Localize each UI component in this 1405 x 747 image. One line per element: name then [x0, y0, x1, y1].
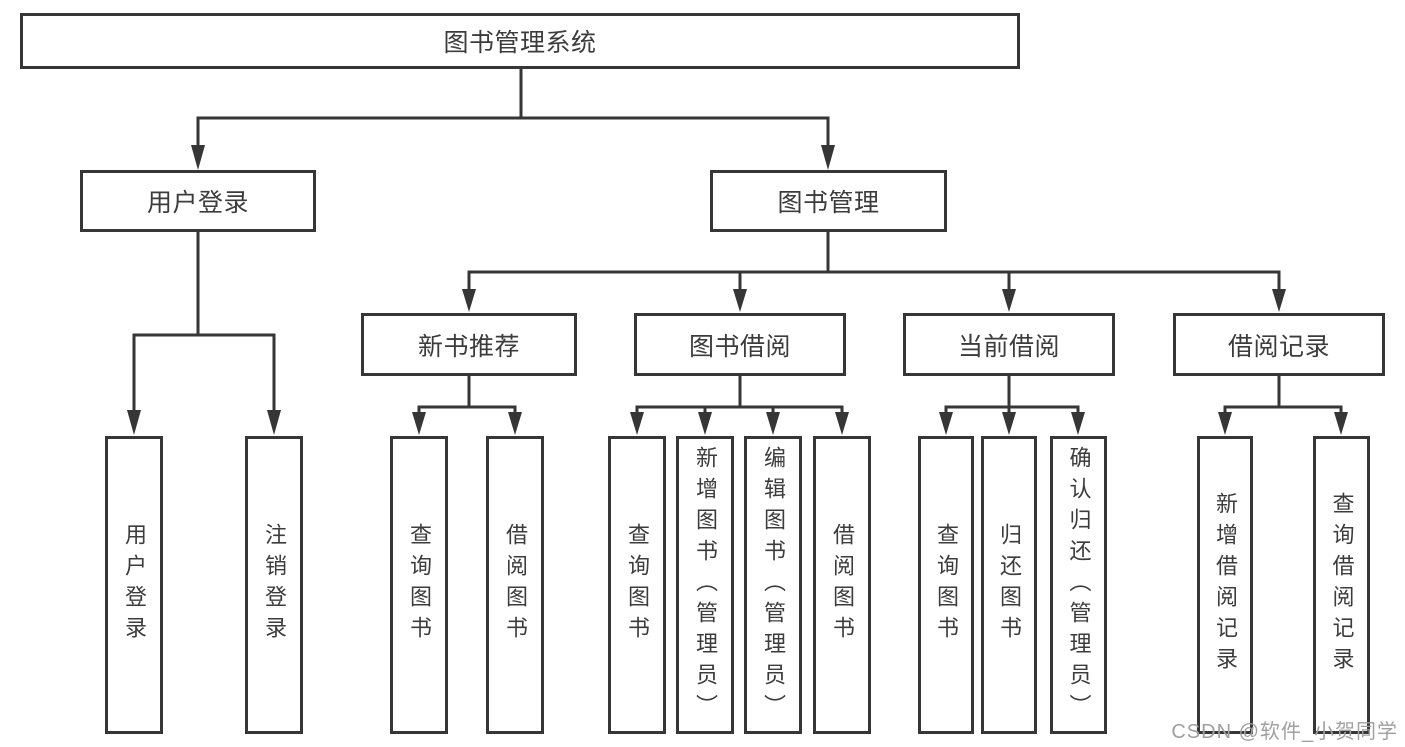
arrowhead-icon [267, 410, 281, 435]
leaf-borrow-books: 借阅图书 [813, 436, 871, 734]
node-label: 当前借阅 [957, 332, 1060, 361]
leaf-query-books-current: 查询图书 [918, 436, 974, 734]
leaf-query-books-borrow: 查询图书 [608, 436, 666, 734]
node-label: 借阅图书 [503, 523, 528, 647]
node-label: 查询图书 [407, 523, 432, 647]
node-label: 查询图书 [934, 523, 959, 647]
node-label: 借阅图书 [830, 523, 855, 647]
leaf-borrow-books-recommend: 借阅图书 [486, 436, 544, 734]
node-current-borrow: 当前借阅 [903, 313, 1115, 376]
node-label: 新书推荐 [417, 332, 520, 361]
node-user-login: 用户登录 [80, 170, 316, 232]
arrowhead-icon [1002, 289, 1016, 312]
arrowhead-icon [412, 412, 426, 435]
connector-current-borrow-children [939, 374, 1085, 435]
node-label: 查询借阅记录 [1329, 492, 1355, 678]
arrowhead-icon [821, 145, 835, 170]
leaf-user-login: 用户登录 [105, 436, 163, 734]
connector-borrow-records-children [1218, 374, 1348, 435]
arrowhead-icon [127, 410, 141, 435]
node-label: 用户登录 [146, 189, 249, 217]
connector-user-login-children [127, 230, 281, 435]
arrowhead-icon [698, 412, 712, 435]
leaf-return-books: 归还图书 [981, 436, 1037, 734]
arrowhead-icon [1071, 412, 1085, 435]
arrowhead-icon [1002, 412, 1016, 435]
node-label: 新增图书（管理员） [693, 445, 718, 725]
leaf-confirm-return-admin: 确认归还（管理员） [1050, 436, 1107, 734]
arrowhead-icon [766, 412, 780, 435]
connector-book-management-children [462, 230, 1286, 312]
node-borrow-records: 借阅记录 [1173, 313, 1385, 376]
arrowhead-icon [1218, 412, 1232, 435]
node-label: 图书管理系统 [443, 29, 597, 57]
arrowhead-icon [191, 145, 205, 170]
leaf-logout: 注销登录 [245, 436, 303, 734]
leaf-query-borrow-record: 查询借阅记录 [1313, 436, 1370, 734]
node-book-borrow: 图书借阅 [634, 313, 846, 376]
arrowhead-icon [630, 412, 644, 435]
csdn-watermark: CSDN @软件_小贺同学 [1171, 721, 1398, 743]
arrowhead-icon [733, 289, 747, 312]
node-label: 确认归还（管理员） [1066, 445, 1092, 725]
arrowhead-icon [1334, 412, 1348, 435]
connector-new-book-children [412, 374, 522, 435]
node-book-management: 图书管理 [710, 170, 947, 232]
node-label: 图书借阅 [688, 332, 791, 361]
node-root-system: 图书管理系统 [20, 13, 1020, 69]
node-label: 归还图书 [997, 523, 1022, 647]
leaf-add-borrow-record: 新增借阅记录 [1197, 436, 1253, 734]
connector-book-borrow-children [630, 374, 849, 435]
node-label: 新增借阅记录 [1213, 492, 1238, 678]
leaf-edit-books-admin: 编辑图书（管理员） [744, 436, 802, 734]
leaf-add-books-admin: 新增图书（管理员） [676, 436, 734, 734]
connector-root-to-level2 [191, 67, 835, 170]
node-label: 用户登录 [122, 523, 147, 647]
leaf-query-books-recommend: 查询图书 [390, 436, 448, 734]
arrowhead-icon [939, 412, 953, 435]
arrowhead-icon [835, 412, 849, 435]
node-new-book-recommend: 新书推荐 [361, 313, 577, 376]
node-label: 图书管理 [777, 189, 880, 217]
arrowhead-icon [462, 289, 476, 312]
arrowhead-icon [1272, 289, 1286, 312]
node-label: 查询图书 [625, 523, 650, 647]
node-label: 编辑图书（管理员） [761, 445, 786, 725]
node-label: 注销登录 [262, 523, 287, 647]
arrowhead-icon [508, 412, 522, 435]
node-label: 借阅记录 [1227, 332, 1330, 361]
